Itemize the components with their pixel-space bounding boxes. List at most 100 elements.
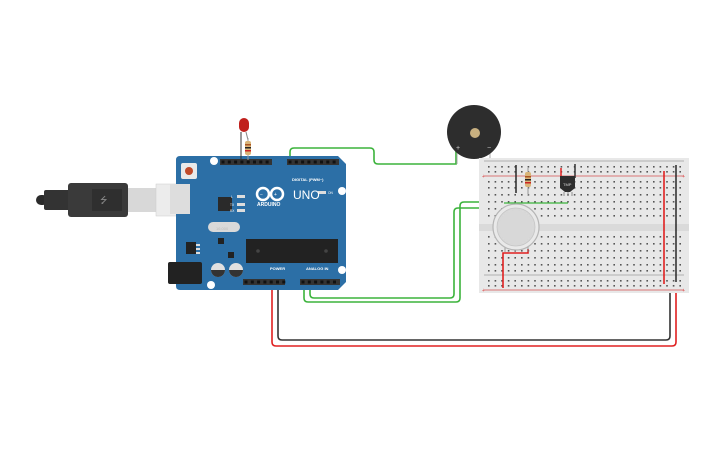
breadboard-hole[interactable] [554, 264, 556, 266]
breadboard-hole[interactable] [580, 171, 582, 173]
breadboard-hole[interactable] [501, 181, 503, 183]
breadboard-hole[interactable] [679, 208, 681, 210]
breadboard-hole[interactable] [547, 215, 549, 217]
breadboard-hole[interactable] [488, 215, 490, 217]
breadboard-hole[interactable] [679, 243, 681, 245]
breadboard-hole[interactable] [626, 201, 629, 203]
breadboard-hole[interactable] [560, 250, 563, 252]
header-top-right-pin[interactable] [294, 160, 298, 164]
breadboard-hole[interactable] [488, 181, 490, 183]
breadboard-hole[interactable] [573, 264, 576, 266]
breadboard-hole[interactable] [494, 187, 497, 189]
breadboard-hole[interactable] [666, 166, 668, 168]
breadboard-hole[interactable] [560, 194, 563, 196]
breadboard-hole[interactable] [666, 257, 668, 259]
breadboard-hole[interactable] [554, 215, 556, 217]
breadboard-hole[interactable] [672, 270, 675, 272]
breadboard-hole[interactable] [679, 187, 681, 189]
breadboard-hole[interactable] [580, 250, 582, 252]
breadboard-hole[interactable] [613, 243, 615, 245]
breadboard-hole[interactable] [659, 236, 662, 238]
breadboard-hole[interactable] [580, 181, 582, 183]
breadboard-hole[interactable] [600, 194, 602, 196]
breadboard-hole[interactable] [554, 194, 556, 196]
breadboard-hole[interactable] [521, 250, 523, 252]
breadboard-hole[interactable] [639, 171, 642, 173]
breadboard-hole[interactable] [646, 236, 648, 238]
breadboard-hole[interactable] [593, 243, 596, 245]
breadboard-hole[interactable] [613, 270, 615, 272]
breadboard-hole[interactable] [646, 250, 648, 252]
breadboard-hole[interactable] [639, 201, 642, 203]
breadboard-hole[interactable] [659, 270, 662, 272]
breadboard-hole[interactable] [573, 257, 576, 259]
breadboard-hole[interactable] [659, 166, 662, 168]
breadboard-hole[interactable] [587, 250, 589, 252]
breadboard-hole[interactable] [580, 243, 582, 245]
breadboard-hole[interactable] [580, 257, 582, 259]
breadboard-hole[interactable] [606, 257, 609, 259]
breadboard-hole[interactable] [606, 280, 609, 282]
breadboard-hole[interactable] [606, 181, 609, 183]
breadboard-hole[interactable] [587, 270, 589, 272]
breadboard-hole[interactable] [488, 243, 490, 245]
breadboard-hole[interactable] [580, 236, 582, 238]
breadboard-hole[interactable] [653, 264, 655, 266]
breadboard-hole[interactable] [600, 264, 602, 266]
breadboard-hole[interactable] [547, 194, 549, 196]
breadboard-hole[interactable] [554, 166, 556, 168]
breadboard-hole[interactable] [573, 270, 576, 272]
breadboard-hole[interactable] [633, 257, 635, 259]
breadboard-hole[interactable] [653, 215, 655, 217]
breadboard-hole[interactable] [646, 194, 648, 196]
breadboard-hole[interactable] [494, 280, 497, 282]
breadboard-hole[interactable] [521, 270, 523, 272]
breadboard-hole[interactable] [679, 250, 681, 252]
header-top-right-pin[interactable] [301, 160, 305, 164]
header-power-pin[interactable] [276, 280, 279, 284]
breadboard-hole[interactable] [620, 250, 622, 252]
breadboard-hole[interactable] [606, 171, 609, 173]
header-power-pin[interactable] [263, 280, 267, 284]
breadboard-hole[interactable] [633, 250, 635, 252]
breadboard-hole[interactable] [501, 270, 503, 272]
breadboard-hole[interactable] [488, 285, 490, 287]
breadboard-hole[interactable] [639, 187, 642, 189]
breadboard-hole[interactable] [540, 166, 543, 168]
breadboard-hole[interactable] [600, 201, 602, 203]
breadboard-hole[interactable] [560, 264, 563, 266]
breadboard-hole[interactable] [540, 208, 543, 210]
breadboard-hole[interactable] [620, 201, 622, 203]
breadboard-hole[interactable] [626, 187, 629, 189]
breadboard-hole[interactable] [600, 280, 602, 282]
breadboard-hole[interactable] [494, 194, 497, 196]
breadboard-hole[interactable] [554, 250, 556, 252]
breadboard-hole[interactable] [639, 236, 642, 238]
breadboard-hole[interactable] [600, 250, 602, 252]
breadboard-hole[interactable] [573, 236, 576, 238]
breadboard-hole[interactable] [540, 181, 543, 183]
breadboard-hole[interactable] [593, 270, 596, 272]
breadboard-hole[interactable] [626, 166, 629, 168]
breadboard-hole[interactable] [560, 270, 563, 272]
breadboard-hole[interactable] [540, 194, 543, 196]
breadboard-hole[interactable] [580, 201, 582, 203]
breadboard-hole[interactable] [613, 280, 615, 282]
breadboard-hole[interactable] [606, 236, 609, 238]
breadboard-hole[interactable] [547, 280, 549, 282]
breadboard-hole[interactable] [653, 166, 655, 168]
breadboard-hole[interactable] [488, 166, 490, 168]
breadboard-hole[interactable] [488, 208, 490, 210]
breadboard-hole[interactable] [606, 215, 609, 217]
breadboard-hole[interactable] [672, 285, 675, 287]
breadboard-hole[interactable] [560, 208, 563, 210]
breadboard-hole[interactable] [646, 270, 648, 272]
breadboard-hole[interactable] [501, 285, 503, 287]
breadboard-hole[interactable] [501, 257, 503, 259]
breadboard-hole[interactable] [659, 187, 662, 189]
breadboard-hole[interactable] [679, 257, 681, 259]
breadboard-hole[interactable] [587, 236, 589, 238]
breadboard-hole[interactable] [653, 270, 655, 272]
breadboard-hole[interactable] [547, 208, 549, 210]
breadboard-hole[interactable] [494, 250, 497, 252]
